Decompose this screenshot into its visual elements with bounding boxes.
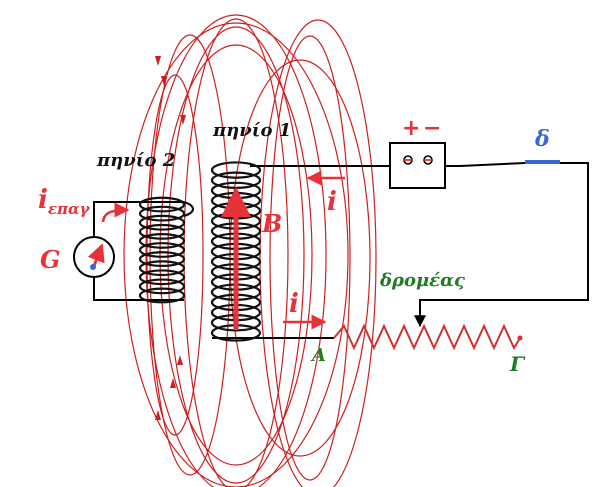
induced-current-symbol: i	[38, 185, 48, 215]
galvanometer	[73, 236, 115, 278]
battery-minus-label: −	[423, 116, 441, 141]
switch-label: δ	[534, 126, 550, 152]
battery	[389, 142, 446, 189]
coil-2	[138, 196, 195, 304]
coil-1-label: πηνίο 1	[212, 120, 291, 141]
resistor-end-dot	[517, 335, 523, 341]
variable-resistor	[333, 323, 521, 351]
field-label: B	[261, 209, 282, 238]
coil-turn	[138, 205, 186, 222]
field-direction-arrows	[155, 56, 186, 420]
induced-current-arrow	[101, 202, 130, 223]
coil-turn	[138, 287, 186, 304]
coil-turn	[138, 251, 186, 268]
point-g-label: Γ	[509, 352, 526, 376]
coil-turn	[138, 269, 186, 286]
magnetic-field-lines	[123, 14, 377, 487]
induced-current-label: iεπαγ	[38, 185, 91, 218]
coil-2-label: πηνίο 2	[96, 150, 175, 171]
battery-plus-label: +	[402, 116, 420, 141]
galvanometer-label: G	[40, 245, 61, 274]
coil-turn	[210, 161, 262, 179]
induced-current-subscript: επαγ	[48, 200, 91, 218]
coil-turn	[138, 214, 186, 231]
coil-turn	[138, 232, 186, 249]
coil-turn	[138, 278, 186, 295]
point-a-label: A	[310, 345, 326, 366]
coil-turn	[138, 242, 186, 258]
current-top-label: i	[327, 187, 337, 217]
coil-turn	[138, 223, 186, 240]
current-bottom-label: i	[289, 289, 299, 319]
coil-turn	[138, 196, 186, 213]
coil-turn	[138, 260, 186, 277]
slider-label: δρομέας	[379, 270, 465, 291]
